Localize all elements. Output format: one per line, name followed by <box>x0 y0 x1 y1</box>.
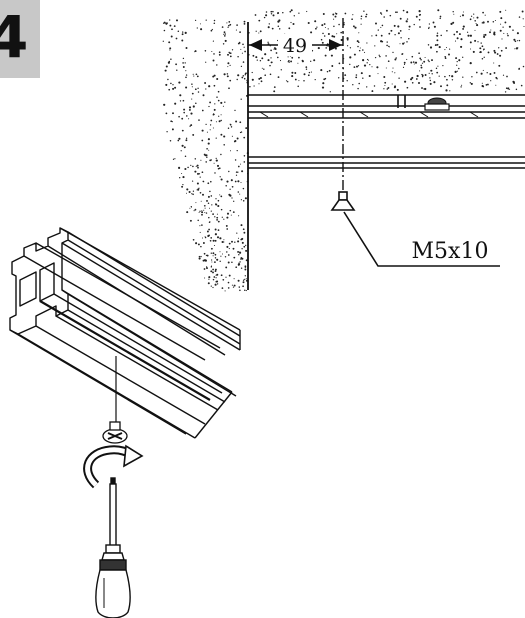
screw-head-icon <box>102 421 128 444</box>
dimension-label: 49 <box>283 35 307 57</box>
mounting-nut-icon <box>424 97 450 111</box>
ceiling-concrete-texture <box>162 9 525 292</box>
rail-section-top-view <box>248 94 525 169</box>
clockwise-arrow-icon <box>83 444 144 489</box>
step-number: 4 <box>0 3 29 71</box>
step-number-badge: 4 <box>0 0 40 78</box>
rail-profile-perspective <box>9 227 241 439</box>
screw-m5x10-icon <box>330 191 356 211</box>
screwdriver-icon <box>95 477 131 618</box>
dimension-49: 49 <box>248 18 344 190</box>
callout-leader <box>343 211 500 267</box>
callout-label: M5x10 <box>412 239 489 264</box>
